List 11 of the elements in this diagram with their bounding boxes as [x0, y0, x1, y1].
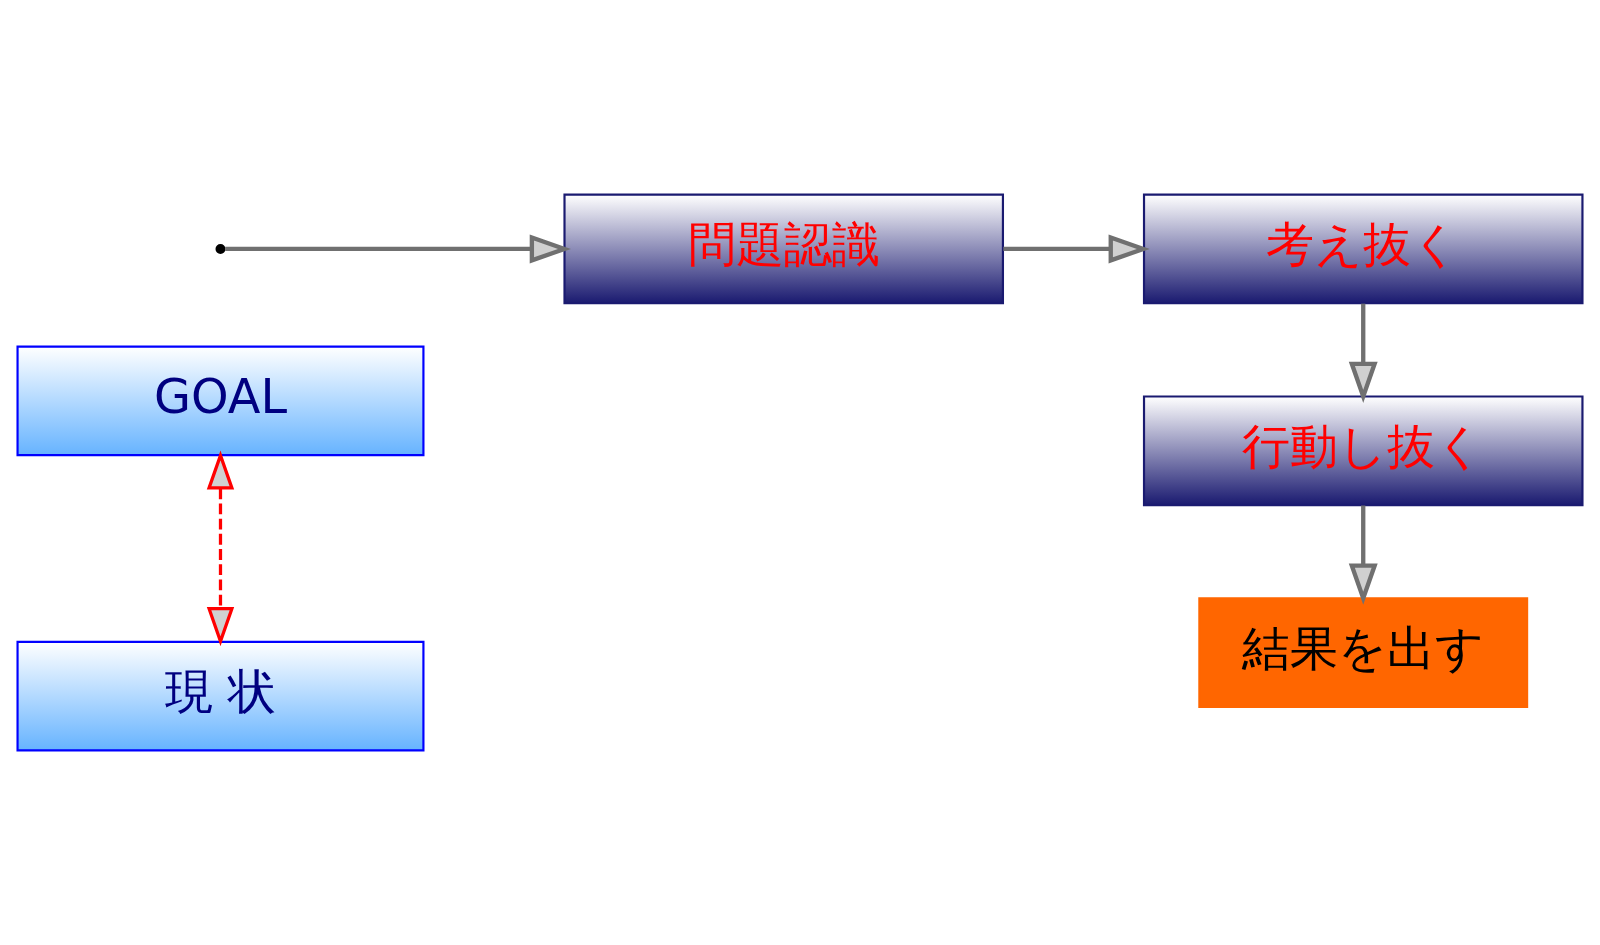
node-box: 問題認識: [563, 193, 1005, 305]
arrow: [1348, 505, 1378, 605]
node-box: GOAL: [16, 345, 425, 457]
node-box: 現 状: [16, 640, 425, 752]
arrow: [206, 450, 235, 647]
node-box: 結果を出す: [1198, 597, 1529, 708]
arrow: [225, 234, 571, 264]
arrow: [1348, 303, 1378, 403]
arrow: [1003, 234, 1150, 264]
node-box: 考え抜く: [1142, 193, 1584, 305]
node-box: 行動し抜く: [1142, 395, 1584, 507]
